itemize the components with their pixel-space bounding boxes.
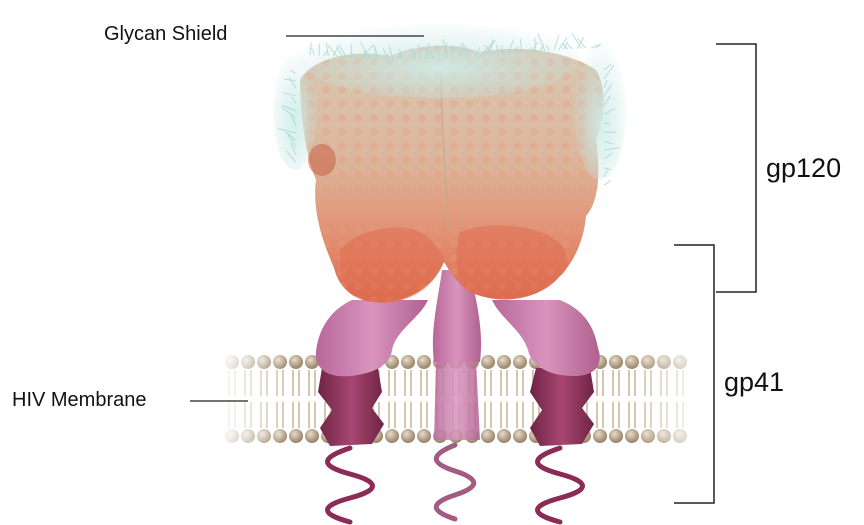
lipid-tail <box>597 370 603 396</box>
glycan-strand <box>535 38 536 52</box>
lipid-tail <box>517 370 523 396</box>
lipid-tail <box>309 402 315 428</box>
tail-right <box>538 448 583 522</box>
membrane-fade-left <box>222 350 292 450</box>
lipid-tail <box>421 370 427 396</box>
lipid-head <box>401 429 415 443</box>
gp120-pocket <box>308 144 336 176</box>
glycan-shield-label: Glycan Shield <box>104 23 227 46</box>
lipid-tail <box>485 402 491 428</box>
lipid-tail <box>501 370 507 396</box>
tail-center <box>436 445 474 519</box>
lipid-tail <box>389 370 395 396</box>
glycan-strand <box>365 51 366 59</box>
lipid-head <box>417 429 431 443</box>
lipid-head <box>513 355 527 369</box>
lipid-head <box>401 355 415 369</box>
lipid-tail <box>389 402 395 428</box>
lipid-tail <box>405 402 411 428</box>
lipid-tail <box>421 402 427 428</box>
lipid-tail <box>293 402 299 428</box>
lipid-head <box>513 429 527 443</box>
gp41-label: gp41 <box>724 367 784 398</box>
lipid-tail <box>405 370 411 396</box>
lipid-head <box>385 429 399 443</box>
lipid-tail <box>309 370 315 396</box>
lipid-tail <box>613 370 619 396</box>
lipid-head <box>609 355 623 369</box>
lipid-head <box>609 429 623 443</box>
lipid-tail <box>501 402 507 428</box>
lipid-tail <box>613 402 619 428</box>
lipid-head <box>593 429 607 443</box>
membrane-fade-right <box>632 350 702 450</box>
lipid-tail <box>597 402 603 428</box>
glycan-strand <box>604 180 611 185</box>
gp120-bracket <box>716 44 756 292</box>
lipid-head <box>497 355 511 369</box>
lipid-head <box>497 429 511 443</box>
lipid-head <box>417 355 431 369</box>
hiv-membrane-label: HIV Membrane <box>12 389 147 412</box>
tm-left <box>318 368 384 446</box>
tm-center <box>434 360 480 440</box>
lipid-tail <box>485 370 491 396</box>
tail-left <box>328 448 373 522</box>
cytoplasmic-tails <box>328 445 583 522</box>
gp120-label: gp120 <box>766 153 841 184</box>
lipid-head <box>481 355 495 369</box>
lipid-tail <box>517 402 523 428</box>
lipid-head <box>481 429 495 443</box>
lipid-tail <box>293 370 299 396</box>
lipid-head <box>305 429 319 443</box>
gp120-lobe-left <box>340 227 444 302</box>
